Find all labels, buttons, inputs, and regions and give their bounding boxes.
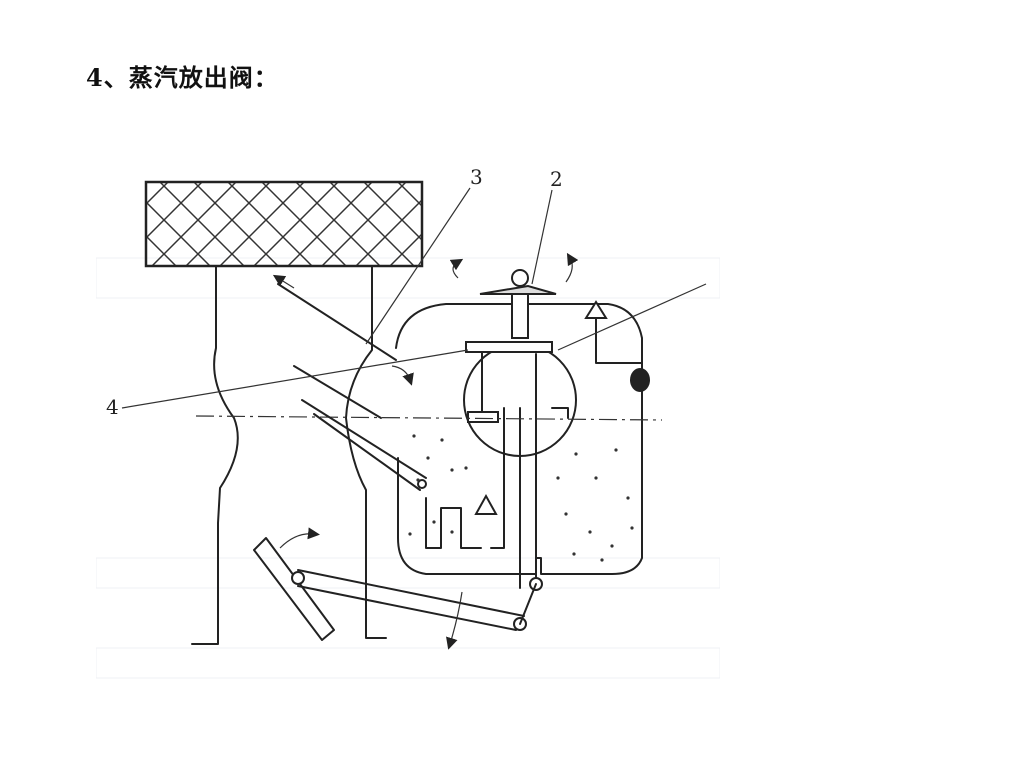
linkage-link [297,569,525,631]
float-chamber [395,303,643,575]
vertical-rod [519,353,537,589]
leader-4 [121,349,469,409]
vent-arrow [584,300,608,319]
label-part-4: 4 [106,395,119,419]
valve-cap [479,284,557,295]
venturi-left-wall [191,265,239,645]
label-part-2: 2 [550,167,563,191]
venturi-right-wall [345,265,387,639]
throttle-lever [253,537,335,641]
steam-release-valve-diagram: 2 3 4 [96,118,720,698]
leader-right [557,283,707,351]
side-plug [630,368,650,392]
label-part-3: 3 [470,165,483,189]
leader-3 [365,187,471,345]
hatched-top-block [144,180,424,268]
slide-title: 4、蒸汽放出阀： [86,63,279,92]
guide-bar [465,341,553,353]
leader-2 [531,189,553,285]
fuel-speckles [408,434,634,562]
